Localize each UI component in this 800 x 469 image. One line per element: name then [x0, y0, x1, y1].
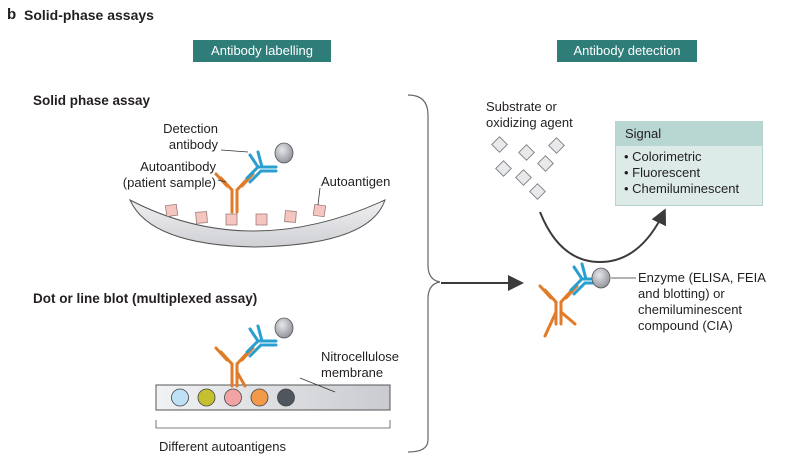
- autoantibody-line1: Autoantibody: [140, 159, 216, 174]
- autoantigen-square: [164, 203, 179, 218]
- autoantibody-line2: (patient sample): [122, 175, 216, 190]
- enzyme-line3: chemiluminescent: [638, 302, 743, 317]
- nitrocellulose-label: Nitrocellulose membrane: [321, 349, 399, 381]
- detection-antibody-label: Detection antibody: [120, 121, 218, 153]
- header-antibody-detection: Antibody detection: [557, 40, 697, 62]
- signal-title: Signal: [616, 122, 762, 146]
- autoantigen-square: [255, 213, 268, 226]
- detection-antibody-solid: [245, 150, 278, 184]
- enzyme-line1: Enzyme (ELISA, FEIA: [638, 270, 766, 285]
- detection-bead-solid: [274, 142, 294, 164]
- antigen-dot: [250, 388, 269, 407]
- solid-phase-title: Solid phase assay: [33, 93, 151, 108]
- substrate-diamond: [515, 169, 532, 186]
- autoantigen-squares: [164, 203, 327, 226]
- nitrocellulose-strip: [155, 384, 391, 411]
- signal-arrow: [539, 208, 667, 264]
- grouping-bracket: [407, 94, 441, 453]
- autoantigen-square: [284, 210, 297, 223]
- substrate-diamond: [491, 136, 508, 153]
- signal-item-chemiluminescent: • Chemiluminescent: [624, 181, 740, 196]
- panel-title: Solid-phase assays: [24, 7, 154, 23]
- signal-item-colorimetric: • Colorimetric: [624, 149, 702, 164]
- antigen-dot: [277, 388, 295, 407]
- antigen-dot: [197, 388, 216, 407]
- antigen-bracket: [155, 420, 391, 429]
- panel-letter: b: [7, 6, 17, 23]
- nitrocellulose-line1: Nitrocellulose: [321, 349, 400, 364]
- detection-antibody-blot: [245, 324, 278, 358]
- antigen-dot: [224, 388, 242, 407]
- autoantigen-square: [195, 211, 208, 224]
- signal-item-fluorescent: • Fluorescent: [624, 165, 701, 180]
- antigen-dots: [171, 388, 295, 407]
- autoantigen-square: [312, 203, 327, 218]
- substrate-label: Substrate or oxidizing agent: [486, 99, 573, 131]
- different-autoantigens-label: Different autoantigens: [159, 439, 286, 454]
- substrate-diamond: [495, 160, 512, 177]
- enzyme-label: Enzyme (ELISA, FEIA and blotting) or che…: [638, 270, 766, 334]
- autoantibody-detection: [538, 284, 579, 338]
- substrate-diamond: [529, 183, 546, 200]
- detection-antibody-line2: antibody: [168, 137, 218, 152]
- substrate-line2: oxidizing agent: [486, 115, 573, 130]
- signal-list: • Colorimetric • Fluorescent • Chemilumi…: [616, 146, 762, 197]
- substrate-diamond: [537, 155, 554, 172]
- dot-blot-title: Dot or line blot (multiplexed assay): [33, 291, 258, 306]
- autoantigen-square: [225, 213, 238, 226]
- substrate-line1: Substrate or: [486, 99, 557, 114]
- substrate-diamond: [548, 137, 565, 154]
- antigen-dot: [171, 388, 189, 407]
- enzyme-bead: [591, 267, 611, 289]
- signal-box: Signal • Colorimetric • Fluorescent • Ch…: [615, 121, 763, 206]
- detection-bead-blot: [274, 317, 294, 339]
- substrate-diamond: [518, 144, 535, 161]
- detection-antibody-line1: Detection: [163, 121, 218, 136]
- autoantigen-label: Autoantigen: [321, 174, 391, 189]
- solid-phase-dish: [128, 198, 386, 248]
- enzyme-line2: and blotting) or: [638, 286, 725, 301]
- enzyme-line4: compound (CIA): [638, 318, 733, 333]
- autoantibody-blot: [214, 346, 255, 388]
- header-antibody-labelling: Antibody labelling: [193, 40, 331, 62]
- autoantibody-solid: [214, 172, 255, 214]
- nitrocellulose-line2: membrane: [321, 365, 384, 380]
- substrate-diamonds: [491, 136, 565, 200]
- autoantibody-label: Autoantibody (patient sample): [90, 159, 216, 191]
